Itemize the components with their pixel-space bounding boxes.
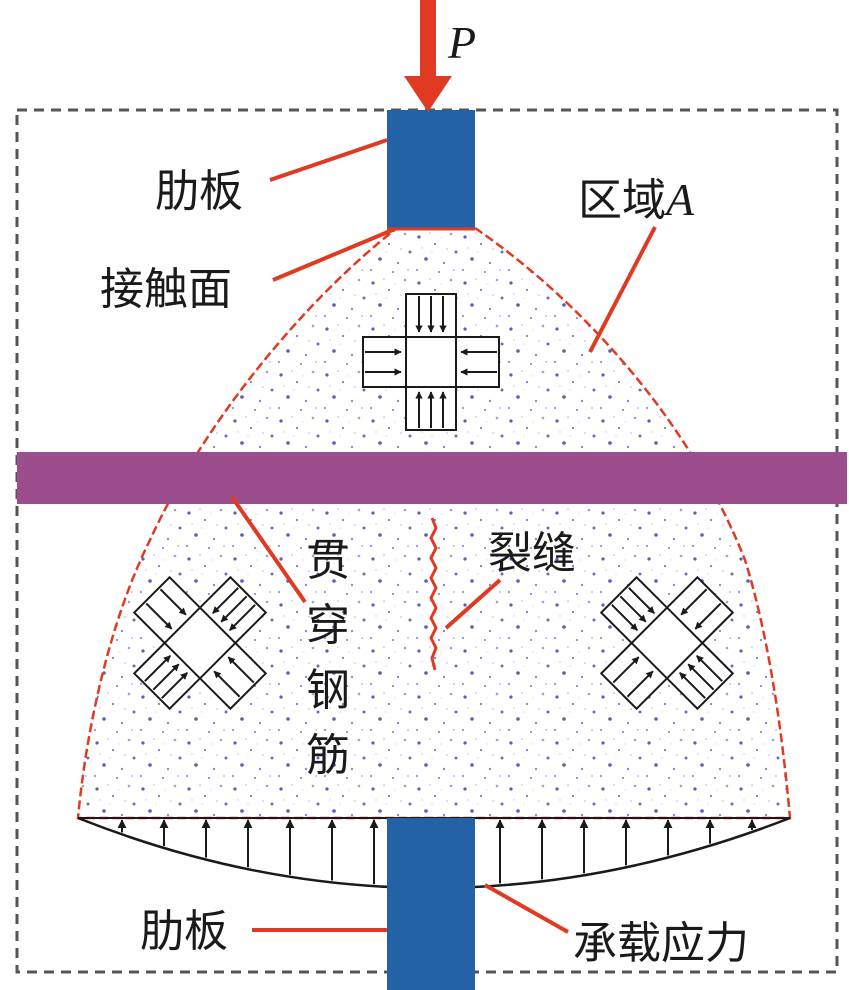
- leader-region: [588, 226, 657, 353]
- rib-plate-top: [387, 110, 475, 230]
- load-label: P: [447, 17, 476, 68]
- bearing-stress-arrows-icon: [117, 819, 757, 885]
- leader-bearing: [484, 883, 569, 934]
- label-rib-bottom: 肋板: [140, 906, 228, 957]
- crack-line-icon: [429, 517, 438, 671]
- label-region-text: 区域: [578, 175, 666, 226]
- label-crack: 裂缝: [488, 528, 576, 579]
- label-rib-top: 肋板: [155, 166, 243, 217]
- leader-rebar: [230, 495, 307, 604]
- label-region-a: 区域A: [578, 174, 695, 226]
- label-contact-surface: 接触面: [100, 264, 232, 315]
- label-rebar-char-1: 贯: [306, 535, 350, 586]
- stress-element-top-icon: [362, 293, 500, 431]
- label-bearing-stress: 承载应力: [573, 918, 749, 969]
- stress-element-left-icon: [132, 575, 268, 711]
- rib-plate-bottom: [387, 818, 475, 990]
- stress-element-right-icon: [599, 575, 735, 711]
- leader-contact: [272, 227, 396, 282]
- label-rebar-char-2: 穿: [306, 600, 350, 651]
- label-region-suffix: A: [663, 174, 695, 225]
- label-rebar-char-3: 钢: [306, 665, 350, 716]
- leader-rib-top: [269, 138, 388, 182]
- load-arrow-icon: [404, 0, 452, 112]
- leader-crack: [444, 578, 502, 630]
- through-rebar-bar: [17, 452, 847, 504]
- label-rebar-char-4: 筋: [306, 730, 350, 781]
